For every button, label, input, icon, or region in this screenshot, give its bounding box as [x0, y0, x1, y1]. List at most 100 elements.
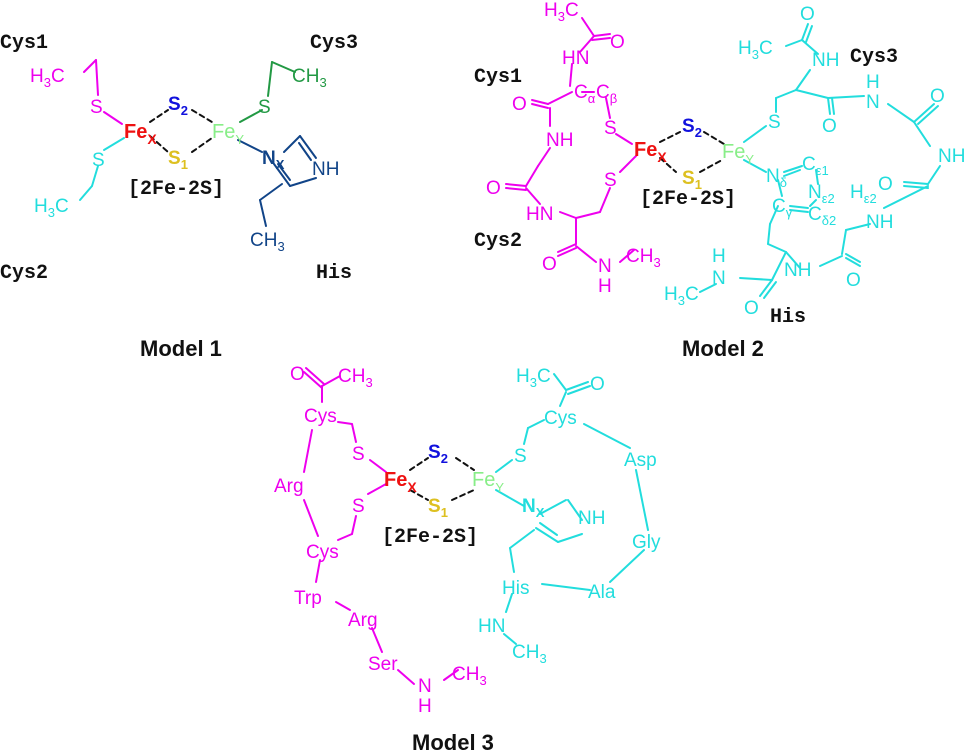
model-2-n-his-amide: N [712, 268, 726, 289]
model-3-ch3-magenta: CH3 [338, 366, 373, 390]
model-3-gly: Gly [632, 532, 661, 553]
model-2-ch3-cys2: CH3 [626, 246, 661, 270]
model-2-s-cys1: S [604, 118, 617, 139]
model-2-hn-cys1: HN [562, 48, 589, 69]
model-2-s-cys2: S [604, 170, 617, 191]
model-1-s-cys3: S [258, 97, 271, 118]
model-1-s2: S2 [168, 94, 188, 118]
model-2-hn-cys2: HN [526, 204, 553, 225]
model-1-ch3-cys3: CH3 [292, 66, 327, 90]
model-3-o-acetyl-cyan: O [590, 374, 605, 395]
model-3: O CH3 Cys S Arg S Cys Trp Arg Ser N H CH… [274, 364, 661, 753]
model-2-ce1: Cε1 [802, 154, 829, 178]
model-1-bonds [79, 59, 317, 227]
model-2-h3c-cys3: H3C [738, 38, 773, 62]
model-3-s-lower-magenta: S [352, 496, 365, 517]
model-3-hn-his: HN [478, 616, 505, 637]
model-2-nh-lower: NH [866, 212, 893, 233]
model-2-nh-cys1: NH [546, 130, 573, 151]
model-1-cluster-label: [2Fe-2S] [128, 178, 224, 201]
model-2-calpha: Cα [574, 82, 596, 106]
model-2-n-amide: N [866, 92, 880, 113]
model-1-s-cys2: S [92, 150, 105, 171]
model-2-cbeta: Cβ [596, 82, 617, 106]
model-2-n-cys2: N [598, 256, 612, 277]
model-2-o-carbonyl-6: O [878, 174, 893, 195]
model-2-ndelta: Nδ [766, 166, 787, 190]
model-2-o-carbonyl-2: O [486, 178, 501, 199]
model-2-cys1-label: Cys1 [474, 66, 522, 89]
model-3-his: His [502, 578, 529, 599]
model-2-o-carbonyl-1: O [512, 94, 527, 115]
model-2-o-acetyl-cys1: O [610, 32, 625, 53]
model-2-he2: Hε2 [850, 182, 877, 206]
model-2-cys3-label: Cys3 [850, 46, 898, 69]
model-2-nh-cys3: NH [812, 50, 839, 71]
model-3-arg-2: Arg [348, 610, 378, 631]
model-3-s1: S1 [428, 496, 448, 520]
model-1-fey: FeY [212, 121, 244, 147]
model-2-ne2: Nε2 [808, 182, 835, 206]
model-3-trp: Trp [294, 588, 322, 609]
model-2-nh-right: NH [938, 146, 965, 167]
model-1-nh: NH [312, 159, 339, 180]
model-1-caption: Model 1 [140, 336, 222, 361]
model-1-h3c-cys2: H3C [34, 196, 69, 220]
model-1-cys3-label: Cys3 [310, 32, 358, 55]
model-2-h3c-cys1: H3C [544, 0, 579, 24]
model-3-cys-cyan: Cys [544, 408, 577, 429]
model-3-o-acetyl-magenta: O [290, 364, 305, 385]
model-3-fey: FeY [472, 469, 504, 495]
model-2-o-carbonyl-5: O [930, 86, 945, 107]
model-2-o-carbonyl-7: O [846, 270, 861, 291]
model-1: Cys1 Cys3 Cys2 His H3C S S H3C FeX S2 S1… [0, 32, 358, 361]
model-2-bonds [505, 17, 941, 299]
model-2-s-cys3: S [768, 112, 781, 133]
model-2-fey: FeY [722, 141, 754, 167]
model-1-cys1-label: Cys1 [0, 32, 48, 55]
model-2-h-amide: H [866, 72, 880, 93]
model-3-ser: Ser [368, 654, 398, 675]
model-2-cys2-label: Cys2 [474, 230, 522, 253]
model-3-s-upper-magenta: S [352, 444, 365, 465]
model-3-cys-upper: Cys [304, 406, 337, 427]
model-2-nh-his: NH [784, 260, 811, 281]
model-2-o-carbonyl-3: O [542, 254, 557, 275]
model-3-cluster-label: [2Fe-2S] [382, 526, 478, 549]
model-1-h3c-cys1: H3C [30, 66, 65, 90]
model-3-caption: Model 3 [412, 730, 494, 753]
model-2-cgamma: Cγ [772, 196, 793, 220]
model-2-s2: S2 [682, 116, 702, 140]
model-2-o-carbonyl-8: O [744, 298, 759, 319]
model-3-h-ser: H [418, 696, 432, 717]
model-3-bonds [303, 367, 649, 685]
model-2-caption: Model 2 [682, 336, 764, 361]
model-1-his-label: His [316, 262, 352, 285]
model-1-fex: FeX [124, 121, 157, 147]
model-3-s2: S2 [428, 442, 448, 466]
model-3-nh-imidazole: NH [578, 508, 605, 529]
model-3-ch3-his: CH3 [512, 642, 547, 666]
model-2-cd2: Cδ2 [808, 204, 836, 228]
model-1-s-cys1: S [90, 97, 103, 118]
model-2: H3C O HN Cα Cβ O NH S S O HN O N H CH3 C… [474, 0, 965, 361]
model-3-cys-lower: Cys [306, 542, 339, 563]
model-2-h-his-amide: H [712, 246, 726, 267]
model-2-fex: FeX [634, 139, 667, 165]
model-3-arg-1: Arg [274, 476, 304, 497]
model-3-asp: Asp [624, 450, 657, 471]
model-2-his-label: His [770, 306, 806, 329]
model-3-h3c-cyan: H3C [516, 366, 551, 390]
model-3-fex: FeX [384, 469, 417, 495]
model-2-h-cys2: H [598, 276, 612, 297]
model-2-s1: S1 [682, 168, 702, 192]
model-3-n-ser: N [418, 676, 432, 697]
model-1-cys2-label: Cys2 [0, 262, 48, 285]
model-3-nx: NX [522, 496, 545, 520]
model-1-nx: NX [262, 148, 285, 172]
model-1-s1: S1 [168, 148, 188, 172]
model-2-o-carbonyl-4: O [822, 116, 837, 137]
model-2-o-acetyl-cys3: O [800, 4, 815, 25]
model-2-h3c-his: H3C [664, 284, 699, 308]
